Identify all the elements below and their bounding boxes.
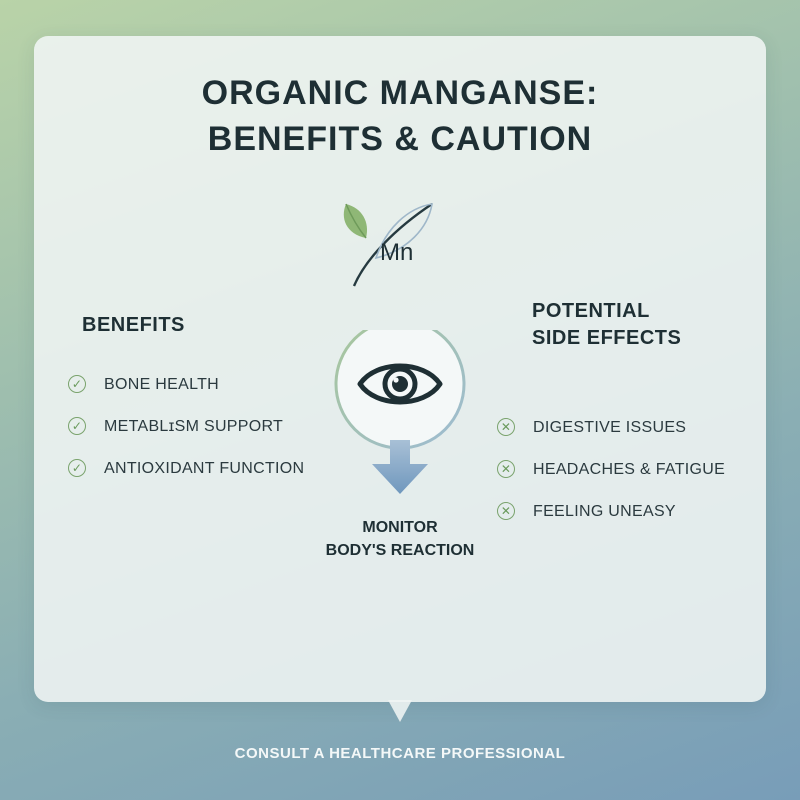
title-line-1: ORGANIC MANGANSE: [201, 74, 599, 112]
leaf-icon [343, 203, 433, 287]
monitor-line-2: BODY'S REACTION [325, 542, 475, 559]
side-effects-heading: POTENTIAL SIDE EFFECTS [532, 298, 681, 352]
manganese-logo: Mn [343, 203, 433, 287]
list-item: ✕ FEELING UNEASY [497, 500, 757, 523]
x-circle-icon: ✕ [497, 418, 515, 436]
check-circle-icon: ✓ [68, 375, 86, 393]
side-effects-list: ✕ DIGESTIVE ISSUES ✕ HEADACHES & FATIGUE… [497, 416, 757, 542]
list-item: ✓ BONE HEALTH [68, 373, 328, 396]
benefits-list: ✓ BONE HEALTH ✓ METABLɪSM SUPPORT ✓ ANTI… [68, 373, 328, 499]
mn-symbol: Mn [380, 239, 413, 266]
card-pointer [388, 700, 412, 722]
list-item: ✕ DIGESTIVE ISSUES [497, 416, 757, 439]
benefit-label: METABLɪSM SUPPORT [104, 418, 284, 435]
x-circle-icon: ✕ [497, 502, 515, 520]
side-effect-label: DIGESTIVE ISSUES [533, 419, 687, 436]
list-item: ✓ ANTIOXIDANT FUNCTION [68, 457, 328, 480]
arrow-down-icon [372, 440, 428, 494]
monitor-label: MONITOR BODY'S REACTION [300, 516, 500, 562]
benefits-heading: BENEFITS [82, 314, 185, 336]
side-effect-label: FEELING UNEASY [533, 503, 676, 520]
page-title: ORGANIC MANGANSE: BENEFITS & CAUTION [34, 70, 766, 162]
benefit-label: BONE HEALTH [104, 376, 220, 393]
eye-icon [357, 363, 443, 405]
title-line-2: BENEFITS & CAUTION [207, 120, 593, 158]
list-item: ✕ HEADACHES & FATIGUE [497, 458, 757, 481]
x-circle-icon: ✕ [497, 460, 515, 478]
side-effect-label: HEADACHES & FATIGUE [533, 461, 726, 478]
monitor-line-1: MONITOR [362, 519, 438, 536]
list-item: ✓ METABLɪSM SUPPORT [68, 415, 328, 438]
side-effects-heading-line-2: SIDE EFFECTS [532, 327, 682, 349]
footer-note: CONSULT A HEALTHCARE PROFESSIONAL [234, 745, 566, 762]
eye-monitor-graphic [334, 330, 466, 494]
benefit-label: ANTIOXIDANT FUNCTION [104, 460, 305, 477]
side-effects-heading-line-1: POTENTIAL [532, 300, 650, 322]
check-circle-icon: ✓ [68, 459, 86, 477]
check-circle-icon: ✓ [68, 417, 86, 435]
